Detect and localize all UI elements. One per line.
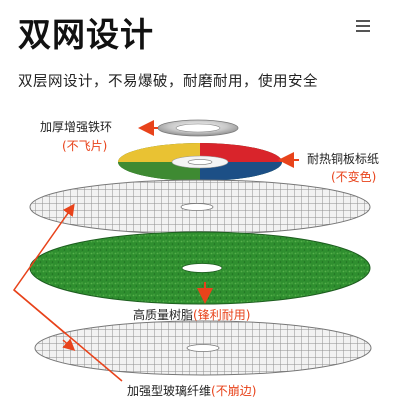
fiber-mesh-bottom bbox=[34, 320, 372, 376]
fiber-mesh-top bbox=[29, 179, 371, 235]
resin-note: (锋利耐用) bbox=[193, 308, 251, 322]
resin-label-text: 高质量树脂 bbox=[133, 308, 194, 322]
arrow-fiber-bottom bbox=[62, 338, 76, 352]
resin-label: 高质量树脂(锋利耐用) bbox=[133, 306, 250, 323]
page-subtitle: 双层网设计，不易爆破，耐磨耐用，使用安全 bbox=[18, 74, 318, 90]
arrow-fiber-top bbox=[62, 203, 75, 217]
steel-ring bbox=[157, 119, 239, 137]
fiber-note: (不崩边) bbox=[211, 384, 257, 398]
ring-note: (不飞片) bbox=[62, 139, 108, 153]
page-title: 双网设计 bbox=[18, 15, 154, 54]
paper-note: (不变色) bbox=[331, 170, 377, 184]
resin-disc bbox=[29, 231, 371, 305]
ring-label: 加厚增强铁环 bbox=[40, 120, 113, 134]
menu-icon[interactable] bbox=[356, 20, 370, 32]
label-paper-disc bbox=[118, 143, 282, 181]
fiber-label-text: 加强型玻璃纤维 bbox=[127, 384, 212, 398]
fiber-label: 加强型玻璃纤维(不崩边) bbox=[127, 382, 256, 399]
paper-label: 耐热铜板标纸 bbox=[307, 152, 380, 166]
